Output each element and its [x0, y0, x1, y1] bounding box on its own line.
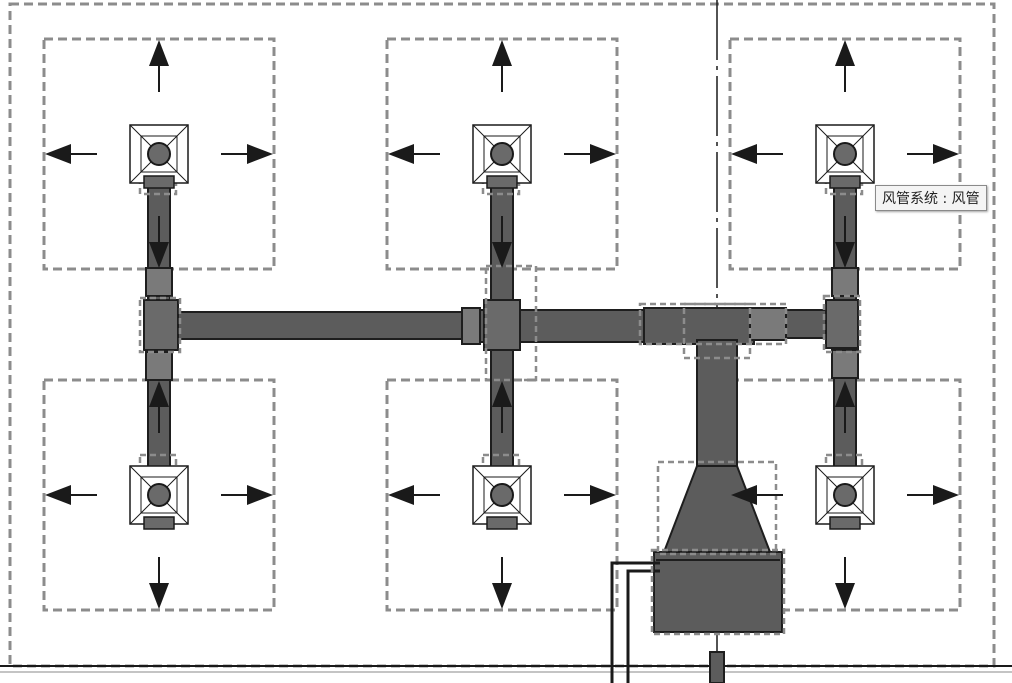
diffuser-bottom-left[interactable]	[129, 465, 189, 530]
triangle-arrow-icon	[933, 144, 959, 164]
triangle-arrow-icon	[247, 144, 273, 164]
diffuser-collar	[143, 175, 175, 189]
selection-highlights	[138, 174, 864, 636]
coupling-right[interactable]	[831, 267, 859, 297]
fitting-left-tee[interactable]	[143, 299, 179, 351]
triangle-arrow-icon	[492, 40, 512, 66]
selection-highlight	[138, 174, 178, 196]
triangle-arrow-icon	[835, 583, 855, 609]
diffuser-inner-frame	[826, 135, 864, 173]
fan-unit[interactable]	[653, 551, 783, 633]
selection-highlight	[484, 264, 538, 382]
selection-highlight	[682, 302, 752, 360]
diffuser-collar	[143, 516, 175, 530]
fitting-center-tee[interactable]	[483, 299, 521, 351]
selection-highlight	[656, 460, 778, 556]
coupling-main-right[interactable]	[749, 307, 787, 341]
room-boundary	[8, 2, 996, 668]
pipe-outlet-2[interactable]	[626, 569, 660, 683]
triangle-arrow-icon	[388, 144, 414, 164]
fitting-right-elbow[interactable]	[825, 299, 859, 349]
triangle-arrow-icon	[492, 583, 512, 609]
diffuser-collar	[829, 175, 861, 189]
coupling-right-low[interactable]	[831, 349, 859, 379]
diffuser-neck-icon	[147, 142, 171, 166]
triangle-arrow-icon	[149, 381, 169, 407]
triangle-arrow-icon	[590, 485, 616, 505]
triangle-arrow-icon	[45, 144, 71, 164]
coupling-left[interactable]	[145, 267, 173, 297]
triangle-arrow-icon	[149, 40, 169, 66]
diffuser-inner-frame	[140, 135, 178, 173]
element-tooltip: 风管系统 : 风管	[875, 185, 987, 211]
diffuser-inner-frame	[826, 476, 864, 514]
diffuser-collar	[486, 516, 518, 530]
triangle-arrow-icon	[731, 485, 757, 505]
selection-highlight	[481, 174, 521, 196]
triangle-arrow-icon	[590, 144, 616, 164]
coupling-main[interactable]	[461, 307, 481, 345]
diffuser-bottom-right[interactable]	[815, 465, 875, 530]
triangle-arrow-icon	[835, 40, 855, 66]
diffuser-collar	[829, 516, 861, 530]
diffuser-inner-frame	[483, 476, 521, 514]
triangle-arrow-icon	[492, 381, 512, 407]
diffuser-set[interactable]	[129, 124, 875, 530]
diffuser-neck-icon	[833, 483, 857, 507]
fan-transition[interactable]	[662, 465, 772, 553]
duct-fan-riser[interactable]	[696, 339, 738, 469]
triangle-arrow-icon	[45, 485, 71, 505]
diffuser-collar	[486, 175, 518, 189]
diffuser-top-right[interactable]	[815, 124, 875, 189]
coupling-left-low[interactable]	[145, 351, 173, 381]
triangle-arrow-icon	[149, 242, 169, 268]
duct-bottom-stub[interactable]	[709, 651, 725, 683]
diffuser-neck-icon	[833, 142, 857, 166]
diffuser-inner-frame	[483, 135, 521, 173]
triangle-arrow-icon	[835, 242, 855, 268]
triangle-arrow-icon	[835, 381, 855, 407]
selection-highlight	[650, 548, 786, 636]
diffuser-top-left[interactable]	[129, 124, 189, 189]
diffuser-bottom-center[interactable]	[472, 465, 532, 530]
diffuser-inner-frame	[140, 476, 178, 514]
diffuser-neck-icon	[490, 142, 514, 166]
flow-arrows	[45, 40, 959, 609]
duct-main-left[interactable]	[177, 311, 467, 340]
selection-highlight	[824, 174, 864, 196]
selection-highlight	[638, 302, 788, 346]
selection-highlight	[822, 294, 862, 354]
selection-highlight	[138, 296, 182, 354]
pipe-outlet-1[interactable]	[610, 561, 660, 683]
diffuser-neck-icon	[490, 483, 514, 507]
triangle-arrow-icon	[933, 485, 959, 505]
triangle-arrow-icon	[492, 242, 512, 268]
triangle-arrow-icon	[731, 144, 757, 164]
triangle-arrow-icon	[388, 485, 414, 505]
triangle-arrow-icon	[247, 485, 273, 505]
triangle-arrow-icon	[149, 583, 169, 609]
diffuser-neck-icon	[147, 483, 171, 507]
diffuser-top-center[interactable]	[472, 124, 532, 189]
duct-main-tee[interactable]	[643, 307, 755, 345]
